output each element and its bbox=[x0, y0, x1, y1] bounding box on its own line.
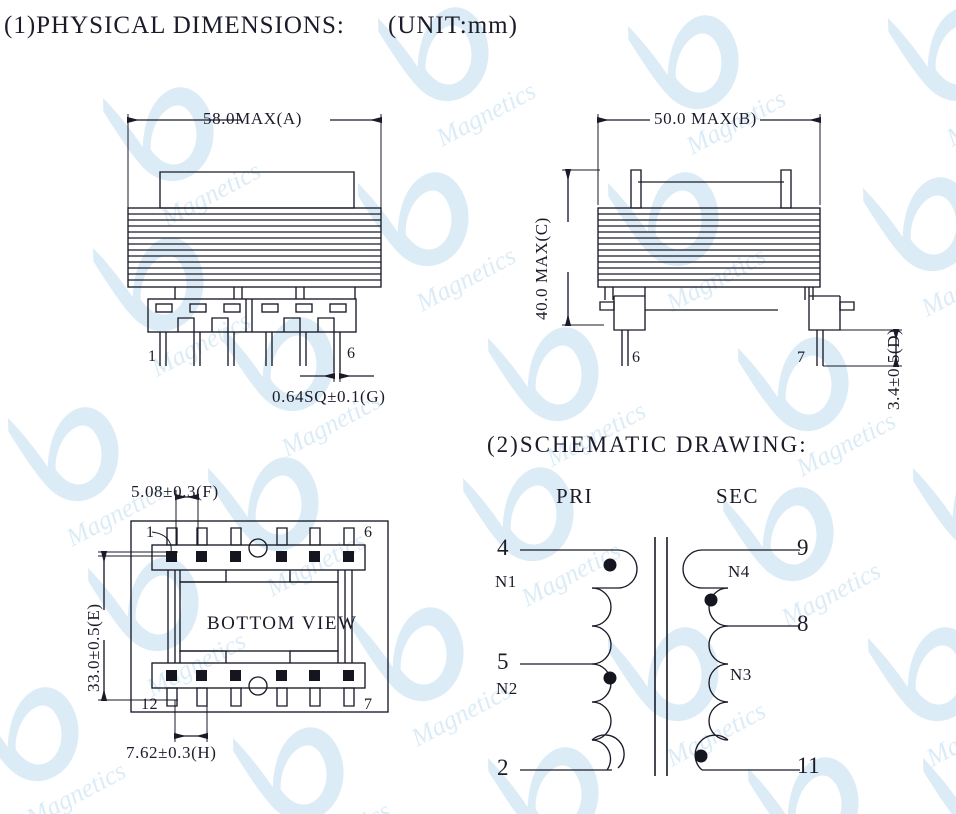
schematic-pin-5: 5 bbox=[497, 649, 509, 674]
front-pin-1-label: 1 bbox=[148, 348, 157, 365]
schematic-title: (2)SCHEMATIC DRAWING: bbox=[487, 432, 808, 457]
schematic-geometry bbox=[520, 537, 800, 776]
schematic-pin-9: 9 bbox=[797, 535, 809, 560]
side-pin-6-label: 6 bbox=[632, 349, 641, 366]
schematic-pin-2: 2 bbox=[497, 755, 509, 780]
side-pin-7-label: 7 bbox=[797, 349, 806, 366]
schematic-pin-8: 8 bbox=[797, 611, 809, 636]
winding-n2-label: N2 bbox=[496, 679, 518, 698]
front-pin-6-label: 6 bbox=[347, 345, 356, 362]
page-title: (1)PHYSICAL DIMENSIONS: bbox=[4, 12, 345, 39]
schematic-pin-4: 4 bbox=[497, 535, 509, 560]
winding-n1-label: N1 bbox=[495, 572, 517, 591]
winding-n3-label: N3 bbox=[730, 665, 752, 684]
front-view-geometry bbox=[127, 114, 382, 382]
bottom-view-geometry bbox=[98, 490, 389, 742]
winding-n4-label: N4 bbox=[728, 562, 750, 581]
front-pin-size-dimension: 0.64SQ±0.1(G) bbox=[272, 387, 386, 406]
side-width-dimension: 50.0 MAX(B) bbox=[654, 109, 757, 128]
primary-label: PRI bbox=[556, 484, 594, 508]
bottom-pitch-bottom-dimension: 7.62±0.3(H) bbox=[126, 743, 217, 762]
front-width-dimension: 58.0MAX(A) bbox=[203, 109, 303, 128]
bottom-pin-7-label: 7 bbox=[364, 696, 373, 713]
bottom-pin-6-label: 6 bbox=[364, 524, 373, 541]
side-view-geometry bbox=[562, 114, 902, 367]
schematic-pin-11: 11 bbox=[797, 753, 821, 778]
bottom-view-label: BOTTOM VIEW bbox=[207, 613, 358, 634]
unit-label: (UNIT:mm) bbox=[388, 12, 518, 39]
bottom-pin-1-label: 1 bbox=[146, 524, 155, 541]
secondary-label: SEC bbox=[716, 484, 760, 508]
